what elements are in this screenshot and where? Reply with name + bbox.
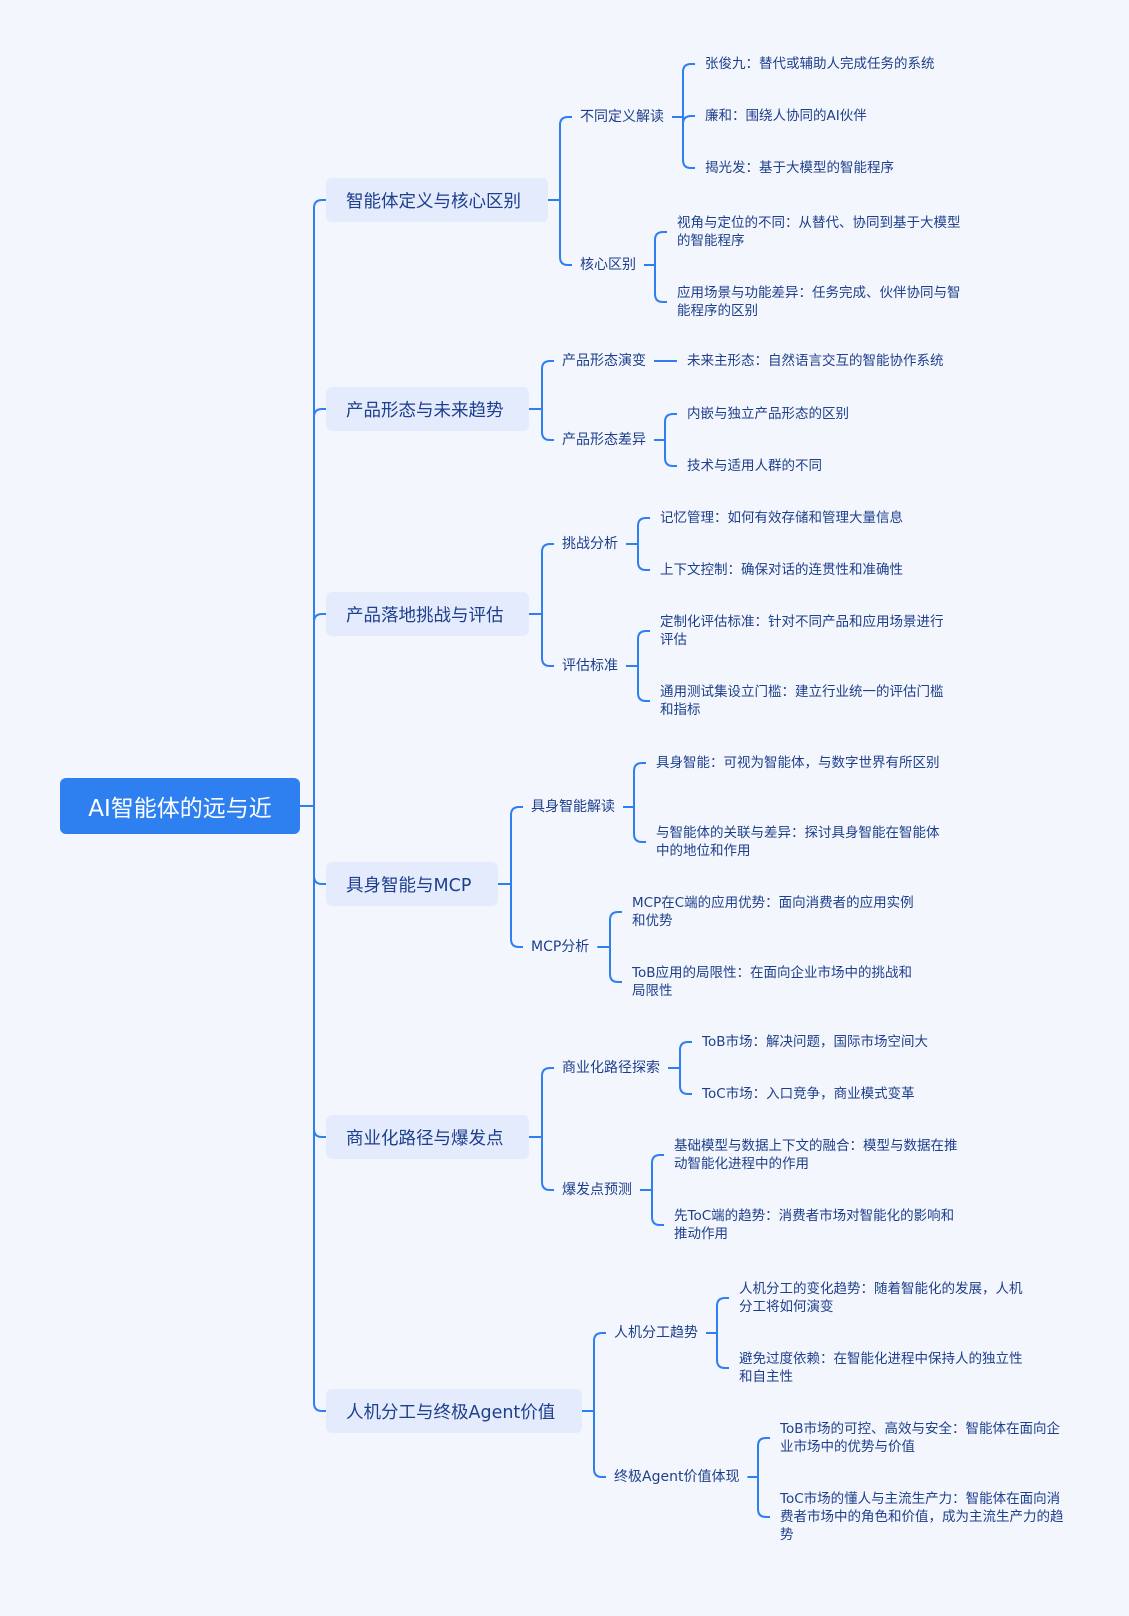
leaf-node[interactable]: 先ToC端的趋势：消费者市场对智能化的影响和推动作用 <box>674 1208 955 1242</box>
branch-node[interactable]: 人机分工与终极Agent价值 <box>326 1389 582 1433</box>
leaf-node[interactable]: 张俊九：替代或辅助人完成任务的系统 <box>705 56 935 72</box>
subtopic-node[interactable]: 终极Agent价值体现 <box>614 1469 740 1485</box>
subtopic-connector-2-1-link-1 <box>637 692 650 702</box>
subtopic-connector-4-1-link-0 <box>651 1154 664 1164</box>
subtopic-connector-2-0-link-1 <box>637 561 650 571</box>
subtopic-node[interactable]: 具身智能解读 <box>531 799 615 815</box>
subtopic-connector-5-0-link-0 <box>716 1297 729 1307</box>
root-connector-link-1 <box>313 408 326 418</box>
subtopic-connector-1-1-link-1 <box>664 457 677 467</box>
subtopic-connector-5-1-link-0 <box>757 1437 770 1447</box>
leaf-node[interactable]: 揭光发：基于大模型的智能程序 <box>705 160 894 176</box>
leaf-node[interactable]: 视角与定位的不同：从替代、协同到基于大模型的智能程序 <box>677 215 961 249</box>
subtopic-node[interactable]: 不同定义解读 <box>580 109 664 125</box>
leaf-node[interactable]: 廉和：围绕人协同的AI伙伴 <box>705 108 867 124</box>
subtopic-node[interactable]: MCP分析 <box>531 939 590 955</box>
subtopic-connector-3-0-link-0 <box>633 762 646 772</box>
leaf-node[interactable]: 定制化评估标准：针对不同产品和应用场景进行评估 <box>660 614 944 648</box>
root-node[interactable]: AI智能体的远与近 <box>60 778 300 834</box>
subtopic-connector-1-1-link-0 <box>664 413 677 423</box>
leaf-node[interactable]: ToB市场：解决问题，国际市场空间大 <box>702 1034 928 1050</box>
branch-connector-4-link-0 <box>541 1067 554 1077</box>
leaf-node[interactable]: 内嵌与独立产品形态的区别 <box>687 406 849 422</box>
subtopic-connector-5-1-link-1 <box>757 1508 770 1518</box>
branch-connector-5-link-0 <box>593 1332 606 1342</box>
root-connector-link-2 <box>313 613 326 623</box>
leaf-node[interactable]: ToC市场的懂人与主流生产力：智能体在面向消费者市场中的角色和价值，成为主流生产… <box>780 1491 1064 1543</box>
subtopic-connector-0-0-link-1 <box>682 115 695 125</box>
subtopic-connector-3-1-link-1 <box>609 973 622 983</box>
root-connector-link-4 <box>313 1128 326 1138</box>
subtopic-connector-0-1-link-0 <box>654 231 667 241</box>
branch-connector-1-link-0 <box>541 360 554 370</box>
subtopic-node[interactable]: 产品形态差异 <box>562 432 646 448</box>
branch-node[interactable]: 商业化路径与爆发点 <box>326 1115 529 1159</box>
leaf-node[interactable]: 上下文控制：确保对话的连贯性和准确性 <box>660 562 903 578</box>
subtopic-connector-0-0-link-0 <box>682 63 695 73</box>
leaf-node[interactable]: 记忆管理：如何有效存储和管理大量信息 <box>660 510 903 526</box>
leaf-node[interactable]: 避免过度依赖：在智能化进程中保持人的独立性和自主性 <box>739 1351 1023 1385</box>
branch-connector-2-link-1 <box>541 657 554 667</box>
leaf-node[interactable]: 人机分工的变化趋势：随着智能化的发展，人机分工将如何演变 <box>739 1281 1023 1315</box>
branch-connector-0-link-0 <box>559 116 572 126</box>
root-connector-link-5 <box>313 1402 326 1412</box>
subtopic-connector-4-1-link-1 <box>651 1216 664 1226</box>
subtopic-connector-0-1-link-1 <box>654 293 667 303</box>
leaf-node[interactable]: 通用测试集设立门槛：建立行业统一的评估门槛和指标 <box>660 684 944 718</box>
subtopic-node[interactable]: 商业化路径探索 <box>562 1060 660 1076</box>
subtopic-connector-4-0-link-0 <box>679 1041 692 1051</box>
branch-connector-3-link-1 <box>510 938 523 948</box>
subtopic-connector-5-0-link-1 <box>716 1359 729 1369</box>
subtopic-node[interactable]: 核心区别 <box>580 257 636 273</box>
branch-connector-2-link-0 <box>541 543 554 553</box>
subtopic-node[interactable]: 爆发点预测 <box>562 1182 632 1198</box>
leaf-node[interactable]: 应用场景与功能差异：任务完成、伙伴协同与智能程序的区别 <box>677 285 961 319</box>
branch-connector-3-link-0 <box>510 806 523 816</box>
branch-node[interactable]: 产品落地挑战与评估 <box>326 592 529 636</box>
subtopic-connector-3-1-link-0 <box>609 911 622 921</box>
subtopic-node[interactable]: 评估标准 <box>562 658 618 674</box>
subtopic-connector-0-0-link-2 <box>682 159 695 169</box>
branch-connector-5-link-1 <box>593 1468 606 1478</box>
subtopic-connector-4-0-link-1 <box>679 1085 692 1095</box>
branch-node[interactable]: 智能体定义与核心区别 <box>326 178 548 222</box>
branch-node[interactable]: 产品形态与未来趋势 <box>326 387 529 431</box>
subtopic-connector-3-0-link-1 <box>633 833 646 843</box>
branch-connector-0-link-1 <box>559 256 572 266</box>
leaf-node[interactable]: 未来主形态：自然语言交互的智能协作系统 <box>687 353 944 369</box>
leaf-node[interactable]: 技术与适用人群的不同 <box>687 458 822 474</box>
leaf-node[interactable]: ToB应用的局限性：在面向企业市场中的挑战和局限性 <box>632 965 912 999</box>
root-connector-link-3 <box>313 875 326 885</box>
leaf-node[interactable]: ToB市场的可控、高效与安全：智能体在面向企业市场中的优势与价值 <box>780 1421 1060 1455</box>
subtopic-connector-2-0-link-0 <box>637 517 650 527</box>
subtopic-connector-2-1-link-0 <box>637 630 650 640</box>
branch-node[interactable]: 具身智能与MCP <box>326 862 498 906</box>
leaf-node[interactable]: ToC市场：入口竞争，商业模式变革 <box>702 1086 915 1102</box>
subtopic-node[interactable]: 产品形态演变 <box>562 353 646 369</box>
root-connector-link-0 <box>313 199 326 209</box>
leaf-node[interactable]: 与智能体的关联与差异：探讨具身智能在智能体中的地位和作用 <box>656 825 940 859</box>
leaf-node[interactable]: MCP在C端的应用优势：面向消费者的应用实例和优势 <box>632 895 914 929</box>
subtopic-node[interactable]: 人机分工趋势 <box>614 1325 698 1341</box>
leaf-node[interactable]: 具身智能：可视为智能体，与数字世界有所区别 <box>656 755 940 771</box>
leaf-node[interactable]: 基础模型与数据上下文的融合：模型与数据在推动智能化进程中的作用 <box>674 1138 958 1172</box>
subtopic-node[interactable]: 挑战分析 <box>562 536 618 552</box>
branch-connector-1-link-1 <box>541 431 554 441</box>
branch-connector-4-link-1 <box>541 1181 554 1191</box>
